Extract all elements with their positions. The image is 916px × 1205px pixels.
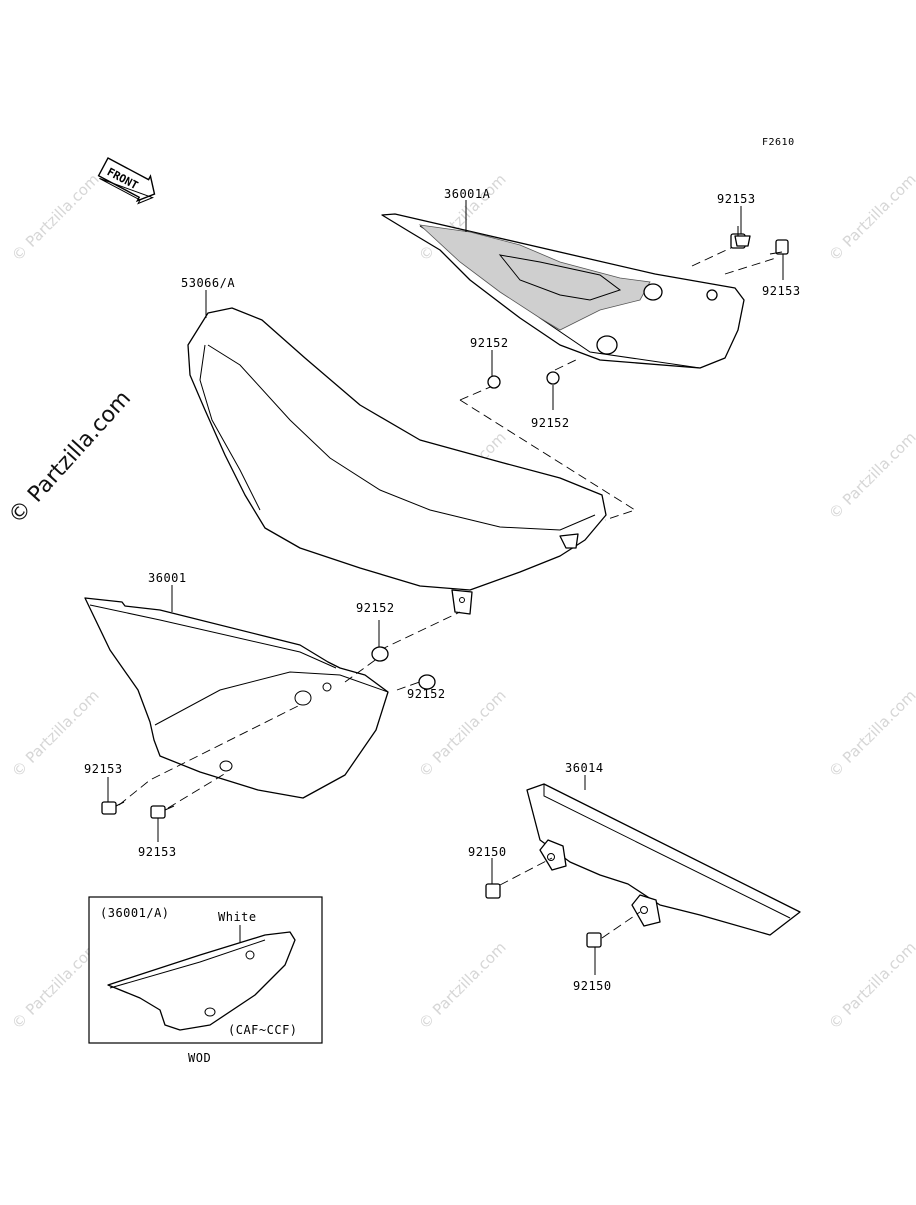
inset-part-ref: (36001/A)	[100, 906, 170, 920]
bolt-icon	[101, 801, 125, 815]
watermark: © Partzilla.com	[825, 686, 916, 781]
label-bolt: 92150	[468, 845, 507, 859]
chain-cover	[526, 783, 801, 936]
diagram-code: F2610	[762, 137, 795, 148]
label-bolt: 92153	[762, 284, 801, 298]
inset-model-range: (CAF~CCF)	[228, 1023, 298, 1037]
watermark: © Partzilla.com	[415, 938, 510, 1033]
label-chain-cover: 36014	[565, 761, 604, 775]
watermark: © Partzilla.com	[825, 170, 916, 265]
leader-lines	[118, 245, 777, 939]
label-collar: 92152	[356, 601, 395, 615]
label-bolt: 92150	[573, 979, 612, 993]
watermark: © Partzilla.com	[825, 938, 916, 1033]
seat	[187, 307, 607, 615]
bolt-icon	[485, 883, 501, 899]
bolt-icon	[769, 239, 789, 255]
part-labels: 36001A 53066/A 92153 92153 92152 92152 3…	[84, 187, 801, 993]
watermark: © Partzilla.com	[8, 170, 103, 265]
inset-box: (36001/A) White (CAF~CCF) WOD	[88, 896, 323, 1065]
label-bolt: 92153	[84, 762, 123, 776]
watermark-side: © Partzilla.com	[4, 386, 136, 529]
label-leaders	[107, 200, 784, 975]
label-bolt: 92153	[717, 192, 756, 206]
label-rear-side-cover: 36001A	[444, 187, 491, 201]
label-collar: 92152	[470, 336, 509, 350]
label-side-cover: 36001	[148, 571, 187, 585]
front-arrow-icon: FRONT	[97, 157, 156, 205]
collar-icon	[371, 646, 389, 662]
label-bolt: 92153	[138, 845, 177, 859]
label-collar: 92152	[407, 687, 446, 701]
side-cover	[84, 597, 389, 799]
collar-icon	[546, 371, 560, 385]
bolt-icon	[150, 805, 175, 819]
label-collar: 92152	[531, 416, 570, 430]
collar-icon	[487, 375, 501, 389]
bolt-icon	[730, 226, 751, 249]
label-seat: 53066/A	[181, 276, 235, 290]
rear-side-cover	[381, 213, 745, 369]
bolt-icon	[586, 932, 602, 948]
inset-color-note: White	[218, 910, 257, 924]
inset-caption: WOD	[188, 1051, 211, 1065]
fasteners	[101, 226, 789, 948]
watermark: © Partzilla.com	[825, 428, 916, 523]
